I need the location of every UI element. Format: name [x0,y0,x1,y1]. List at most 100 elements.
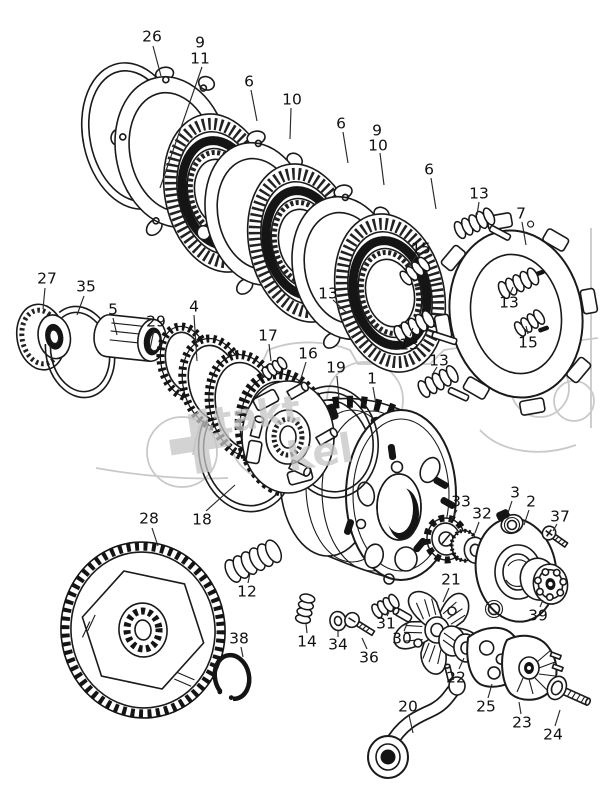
damper-3 [496,509,510,521]
part-number-label: 11 [190,50,210,68]
leader-line [539,599,544,608]
part-number-label: 13 [469,185,489,203]
watermark-text: kel [284,425,357,481]
roller-16 [315,427,339,447]
part-number-label: 29 [146,313,166,331]
leader-line [342,131,349,164]
leader-line [240,646,244,658]
screw-36 [344,611,376,637]
part-number-label: 15 [518,334,538,352]
leader-line [554,709,561,727]
part-number-label: 23 [512,714,532,732]
leader-line [552,523,558,532]
leader-line [250,89,258,122]
leader-line [361,637,368,650]
part-number-label: 32 [472,505,492,523]
leader-line [430,177,437,210]
part-number-label: 21 [441,571,461,589]
leader-line [409,255,417,267]
leader-line [474,521,480,534]
leader-line [458,657,465,670]
part-number-label: 6 [244,73,254,91]
part-number-label: 20 [398,698,418,716]
leader-line [372,386,377,405]
leader-line [509,286,514,295]
spring-17 [261,356,288,380]
part-number-label: 25 [476,698,496,716]
leader-line [449,509,458,523]
leader-line [159,66,203,189]
part-number-label: 33 [451,493,471,511]
leader-line [336,375,340,400]
part-number-label: 24 [543,726,563,744]
part-number-label: 19 [326,359,346,377]
part-number-label: 9 [195,34,205,52]
leader-line [403,623,408,632]
leader-line [205,484,236,512]
leader-line [151,527,159,547]
leader-line [152,45,162,77]
ball-bearing-39 [519,557,569,605]
leader-line [76,295,85,316]
part-number-label: 38 [229,630,249,648]
spring-12 [224,539,283,583]
part-number-label: 39 [528,607,548,625]
part-number-label: 10 [282,91,302,109]
leader-line [298,361,307,386]
leader-line [386,611,390,617]
part-number-label: 13 [429,352,449,370]
leader-line [379,152,385,186]
part-number-label: 34 [328,636,348,654]
part-number-label: 27 [37,270,57,288]
primary-gear-28 [60,541,226,719]
spring-31 [371,593,400,619]
part-number-label: 31 [376,615,396,633]
part-number-label: 4 [189,298,199,316]
leader-line [431,366,438,376]
part-number-label: 30 [392,630,412,648]
part-number-label: 36 [359,649,379,667]
lever-20 [367,663,466,779]
part-number-label: 14 [297,633,317,651]
part-number-label: 1 [367,370,377,388]
roller-16 [286,381,310,401]
spring-13 [453,207,496,240]
part-number-label: 5 [108,301,118,319]
leader-line [247,572,251,584]
leader-line [507,500,513,514]
part-number-label: 18 [192,511,212,529]
leader-line [112,317,118,336]
part-number-label: 35 [76,278,96,296]
leader-line [268,343,272,362]
leader-line [476,201,480,216]
leader-line [525,325,529,335]
leader-line [523,509,530,526]
clutch-post-rods [431,225,549,402]
spring-15 [399,256,431,286]
leader-line [521,221,527,246]
leader-line [305,623,308,634]
part-number-label: 16 [298,345,318,363]
part-number-label: 22 [446,669,466,687]
part-number-label: 12 [237,583,257,601]
pin-30 [392,606,413,623]
leader-line [518,701,522,715]
part-number-label: 10 [368,137,388,155]
part-number-label: 6 [424,161,434,179]
seal-collar-27 [15,303,72,371]
watermark-cross-logo [169,412,231,474]
part-number-label: 17 [258,327,278,345]
part-number-label: 13 [499,294,519,312]
part-number-label: 3 [510,484,520,502]
spring-14 [294,593,316,625]
circlip-38 [212,652,252,702]
spring-13 [393,310,435,343]
clutch-hub [241,380,339,494]
screw-37 [541,525,569,548]
leader-line [42,287,46,310]
pressure-plate-7 [433,212,599,416]
part-number-label: 13 [399,336,419,354]
part-number-label: 37 [550,508,570,526]
